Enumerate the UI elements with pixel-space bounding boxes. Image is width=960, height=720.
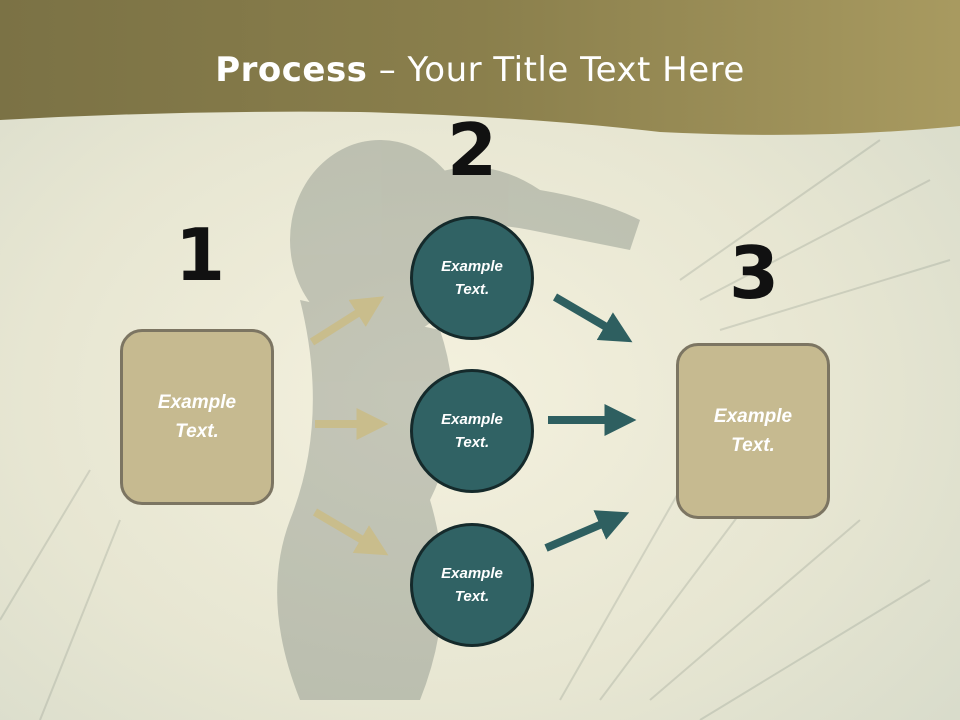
step2-circle-middle-text: Example Text. bbox=[441, 411, 503, 451]
arrow-right-down bbox=[552, 293, 633, 343]
step3-box-text: Example Text. bbox=[713, 406, 793, 456]
step1-box: Example Text. bbox=[120, 329, 274, 505]
step-number-1: 1 bbox=[174, 213, 226, 297]
step1-box-text: Example Text. bbox=[157, 392, 237, 442]
slide-title: Process – Your Title Text Here bbox=[0, 50, 960, 90]
step3-box: Example Text. bbox=[676, 343, 830, 519]
title-bold: Process bbox=[215, 50, 368, 90]
step2-circle-top: Example Text. bbox=[410, 216, 534, 340]
step2-circle-middle: Example Text. bbox=[410, 369, 534, 493]
step2-circle-top-text: Example Text. bbox=[441, 258, 503, 298]
step2-circle-bottom-text: Example Text. bbox=[441, 565, 503, 605]
arrow-left-up bbox=[309, 296, 385, 346]
arrow-right-up bbox=[544, 510, 630, 552]
title-rest: – Your Title Text Here bbox=[367, 50, 745, 90]
step2-circle-bottom: Example Text. bbox=[410, 523, 534, 647]
arrow-left-down bbox=[312, 508, 389, 556]
step-number-2: 2 bbox=[446, 108, 498, 192]
step-number-3: 3 bbox=[728, 231, 780, 315]
